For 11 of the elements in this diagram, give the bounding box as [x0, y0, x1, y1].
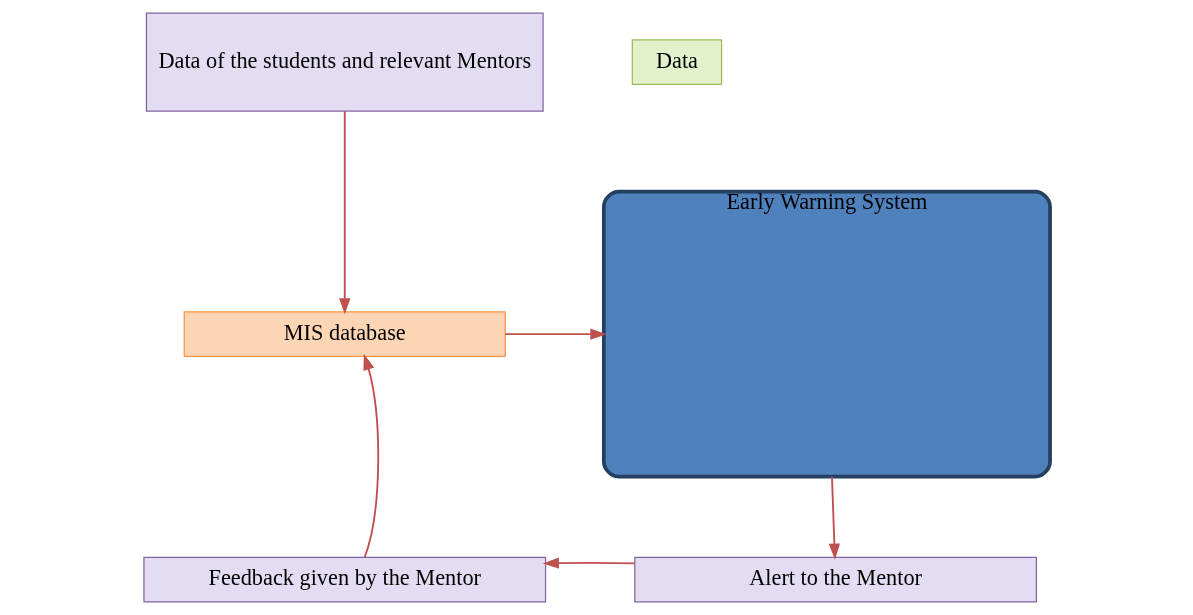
node-box: Data of the students and relevant Mentors: [145, 12, 544, 112]
node-box: Data: [631, 39, 722, 85]
arrow: [362, 353, 379, 558]
node-box: Early Warning System: [601, 189, 1052, 479]
arrow: [542, 557, 635, 569]
arrow: [503, 328, 606, 340]
arrow: [828, 475, 840, 560]
node-box: Feedback given by the Mentor: [142, 556, 546, 603]
arrow: [338, 110, 350, 315]
node-box: MIS database: [183, 311, 506, 358]
node-box: Alert to the Mentor: [633, 556, 1037, 603]
